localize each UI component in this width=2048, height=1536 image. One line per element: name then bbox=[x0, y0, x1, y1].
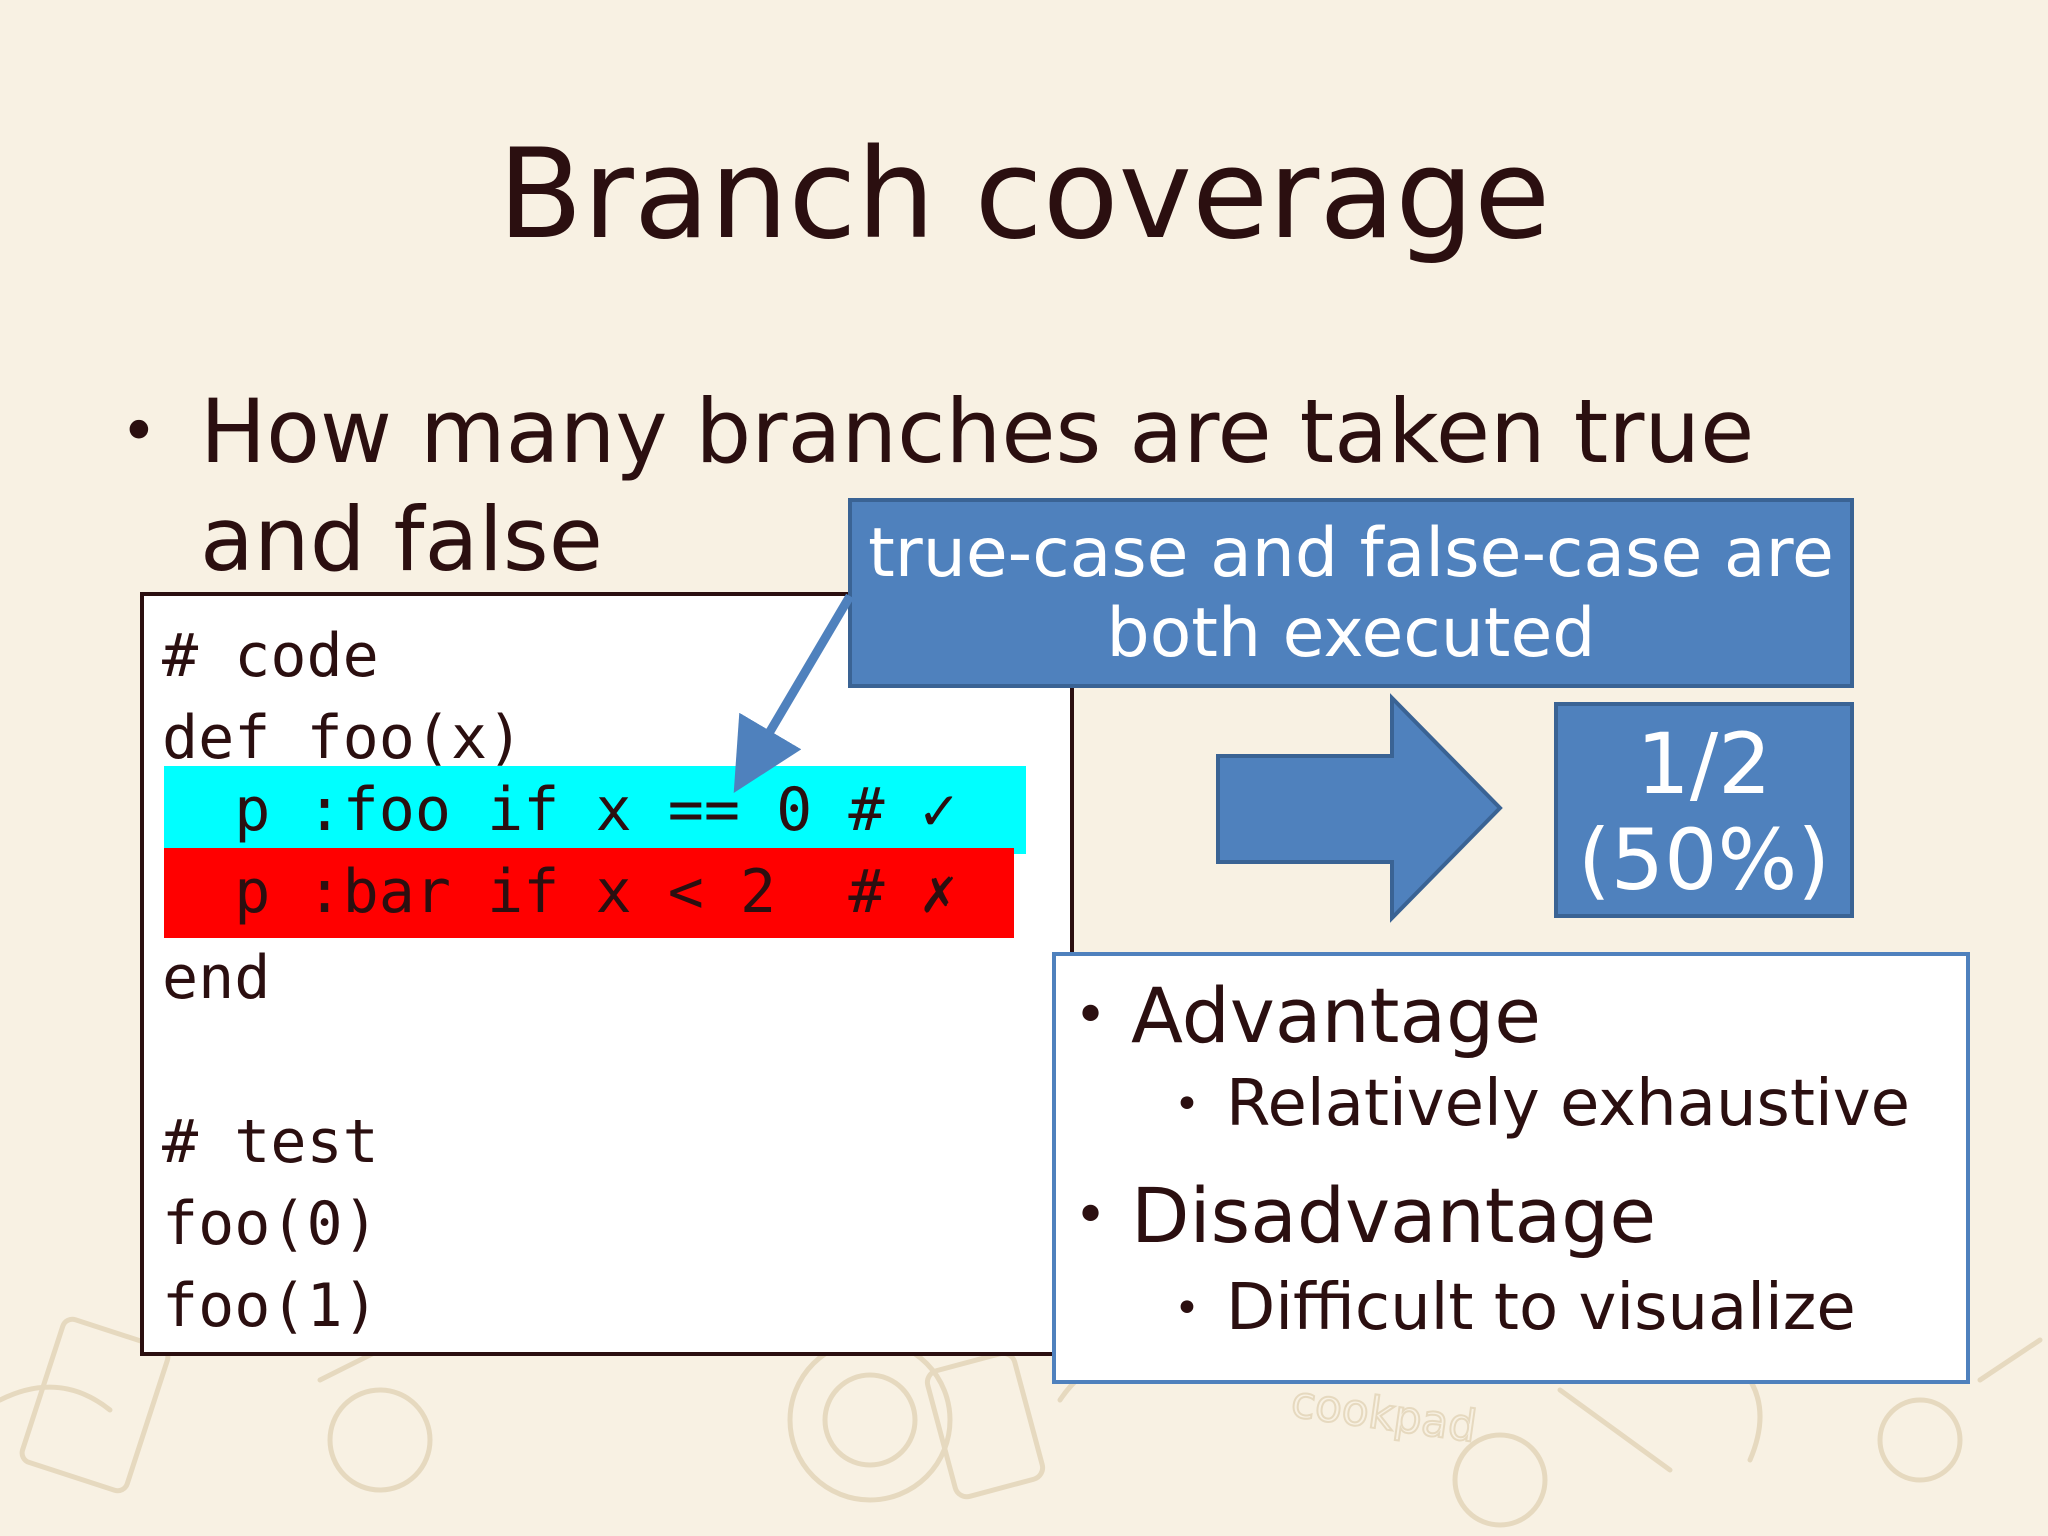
code-line: end bbox=[162, 943, 271, 1013]
coverage-ratio-box: 1/2 (50%) bbox=[1554, 702, 1854, 918]
pros-cons-box: • Advantage • Relatively exhaustive • Disad… bbox=[1052, 952, 1970, 1384]
advantage-heading: • Advantage bbox=[1074, 970, 1541, 1062]
bullet-dot: • bbox=[1174, 1079, 1200, 1130]
code-line: foo(0) bbox=[162, 1189, 379, 1259]
bullet-dot: • bbox=[1074, 983, 1108, 1048]
bullet-dot: • bbox=[1074, 1183, 1108, 1248]
code-line: def foo(x) bbox=[162, 703, 524, 773]
coverage-percent: (50%) bbox=[1577, 811, 1831, 909]
disadvantage-heading: • Disadvantage bbox=[1074, 1170, 1656, 1262]
code-line-true-branch: p :foo if x == 0 # ✓ bbox=[162, 775, 957, 845]
main-bullet-text: How many branches are taken true and fal… bbox=[200, 380, 1755, 591]
callout-line-2: both executed bbox=[1106, 594, 1596, 673]
disadvantage-label: Disadvantage bbox=[1131, 1171, 1657, 1260]
slide-title: Branch coverage bbox=[497, 123, 1551, 267]
svg-text:cookpad: cookpad bbox=[1288, 1376, 1480, 1452]
advantage-label: Advantage bbox=[1131, 971, 1542, 1060]
bullet-dot: • bbox=[1174, 1283, 1200, 1334]
right-arrow-icon bbox=[1216, 693, 1503, 923]
code-block: # code def foo(x) p :foo if x == 0 # ✓ p… bbox=[140, 592, 1074, 1356]
advantage-detail-text: Relatively exhaustive bbox=[1225, 1067, 1910, 1141]
code-line: foo(1) bbox=[162, 1271, 379, 1341]
callout-line-1: true-case and false-case are bbox=[868, 514, 1834, 593]
disadvantage-detail-text: Difficult to visualize bbox=[1225, 1271, 1856, 1345]
code-line: # test bbox=[162, 1107, 379, 1177]
coverage-fraction: 1/2 bbox=[1636, 715, 1772, 813]
code-line-false-branch: p :bar if x < 2 # ✗ bbox=[162, 857, 957, 927]
false-branch-highlight bbox=[164, 848, 1014, 938]
callout-box: true-case and false-case are both execut… bbox=[848, 498, 1854, 688]
true-branch-highlight bbox=[164, 766, 1026, 854]
advantage-detail: • Relatively exhaustive bbox=[1174, 1064, 1910, 1145]
disadvantage-detail: • Difficult to visualize bbox=[1174, 1268, 1856, 1349]
code-line: # code bbox=[162, 621, 379, 691]
bullet-dot: • bbox=[120, 395, 158, 469]
